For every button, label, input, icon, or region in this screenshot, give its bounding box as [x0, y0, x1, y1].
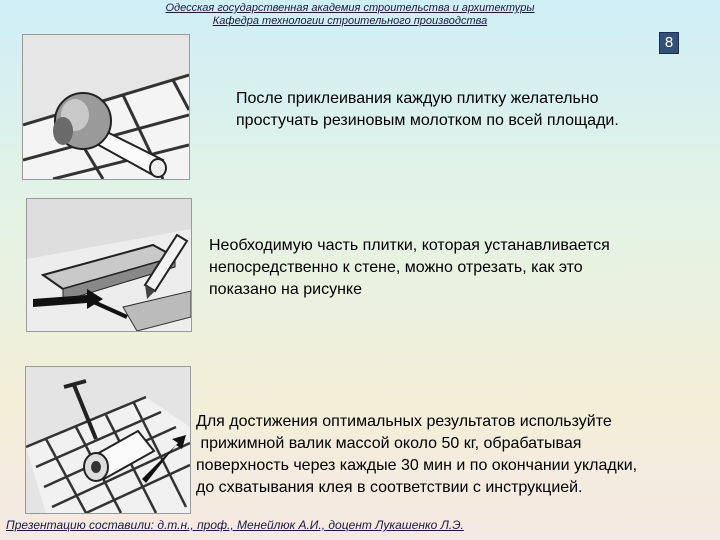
- roller-illustration: [25, 366, 191, 514]
- hammer-icon: [53, 92, 167, 178]
- header-department: Кафедра технологии строительного произво…: [212, 15, 488, 27]
- text-line: до схватывания клея в соответствии с инс…: [196, 479, 583, 496]
- text-line: прижимной валик массой около 50 кг, обра…: [196, 435, 582, 452]
- footer-authors: Презентацию составили: д.т.н., проф., Ме…: [6, 518, 464, 532]
- text-line: Необходимую часть плитки, которая устана…: [209, 237, 610, 254]
- text-line: непосредственно к стене, можно отрезать,…: [209, 259, 583, 276]
- text-line: показано на рисунке: [209, 281, 362, 298]
- text-line: Для достижения оптимальных результатов и…: [196, 413, 612, 430]
- block-2-text: Необходимую часть плитки, которая устана…: [209, 235, 610, 301]
- header-academy: Одесская государственная академия строит…: [165, 2, 535, 14]
- mallet-illustration: [22, 34, 190, 180]
- text-line: простучать резиновым молотком по всей пл…: [236, 112, 619, 129]
- block-1-text: После приклеивания каждую плитку желател…: [236, 88, 619, 132]
- text-line: поверхность через каждые 30 мин и по око…: [196, 457, 638, 474]
- block-3-text: Для достижения оптимальных результатов и…: [196, 411, 637, 499]
- text-line: После приклеивания каждую плитку желател…: [236, 90, 599, 107]
- tile-cutting-illustration: [26, 198, 192, 332]
- header: Одесская государственная академия строит…: [140, 2, 560, 28]
- cutter-icon: [143, 233, 189, 299]
- slide-number: 8: [659, 32, 679, 54]
- roller-icon: [63, 379, 156, 482]
